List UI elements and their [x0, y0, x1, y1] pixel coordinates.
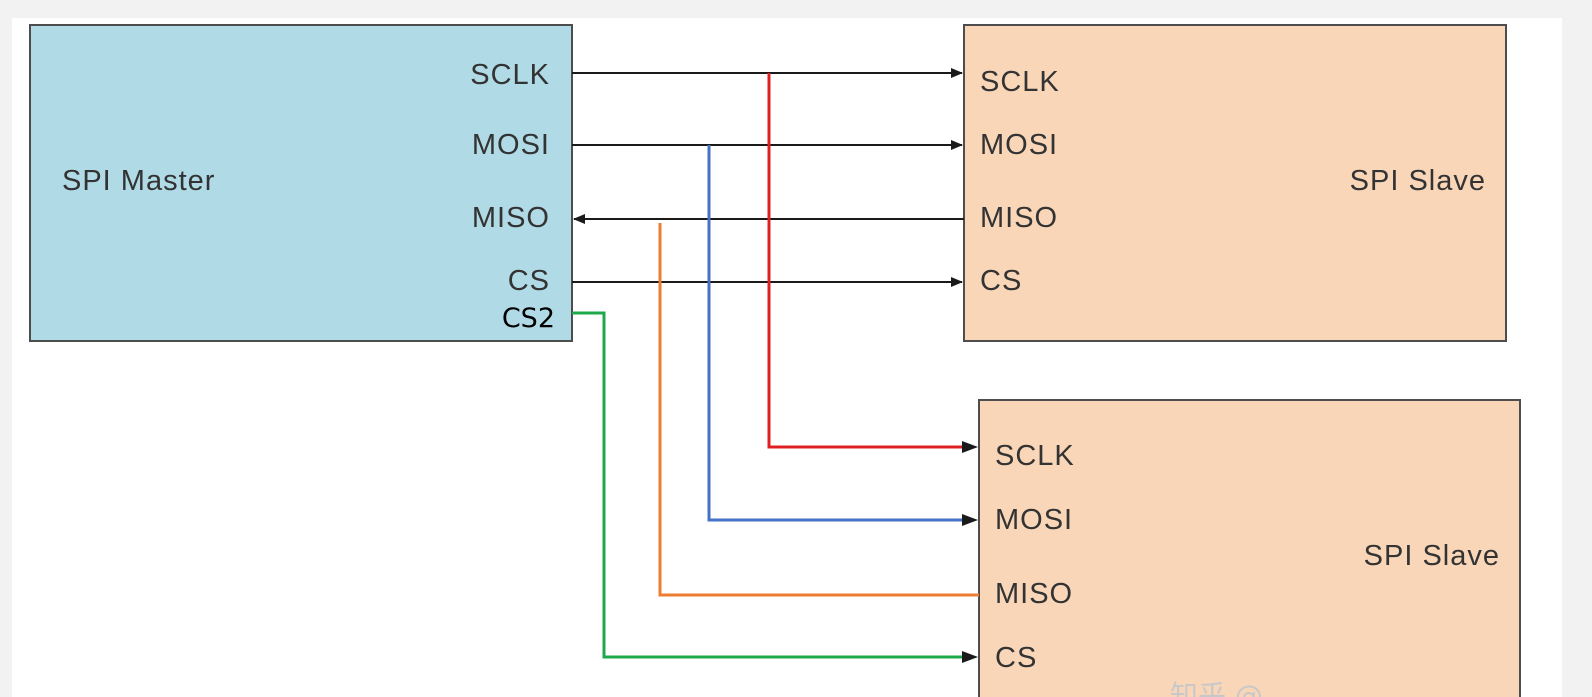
spi-slave-1-block: SPI Slave SCLK MOSI MISO CS — [963, 24, 1507, 342]
slave2-box — [978, 399, 1521, 697]
slave2-pin-miso: MISO — [995, 578, 1073, 610]
slave2-pin-mosi: MOSI — [995, 504, 1073, 536]
master-pin-miso: MISO — [472, 202, 550, 234]
master-box — [29, 24, 573, 342]
spi-master-block: SPI Master SCLK MOSI MISO CS CS2 — [29, 24, 573, 342]
diagram-canvas: SPI Master SCLK MOSI MISO CS CS2 SPI Sla… — [12, 18, 1562, 697]
wire-cs-2 — [572, 311, 978, 663]
slave2-pin-sclk: SCLK — [995, 440, 1075, 472]
master-pin-sclk: SCLK — [470, 59, 550, 91]
wire-miso-2 — [658, 223, 979, 597]
slave1-pin-cs: CS — [980, 265, 1022, 297]
slave2-title: SPI Slave — [1364, 540, 1500, 572]
slave1-pin-sclk: SCLK — [980, 66, 1060, 98]
bus-to-slave-1 — [572, 68, 964, 287]
slave2-pin-cs: CS — [995, 642, 1037, 674]
master-pin-cs: CS — [508, 265, 550, 297]
master-pin-mosi: MOSI — [472, 129, 550, 161]
slave1-pin-miso: MISO — [980, 202, 1058, 234]
master-title: SPI Master — [62, 165, 215, 197]
wire-sclk-2 — [767, 73, 978, 453]
bus-to-slave-2 — [572, 73, 979, 663]
wire-mosi-2 — [707, 145, 978, 526]
slave1-pin-mosi: MOSI — [980, 129, 1058, 161]
slave1-title: SPI Slave — [1350, 165, 1486, 197]
watermark: 知乎 @... — [1170, 679, 1290, 697]
spi-slave-2-block: SPI Slave SCLK MOSI MISO CS — [978, 399, 1521, 697]
master-pin-cs2: CS2 — [502, 303, 555, 334]
slave1-box — [963, 24, 1507, 342]
